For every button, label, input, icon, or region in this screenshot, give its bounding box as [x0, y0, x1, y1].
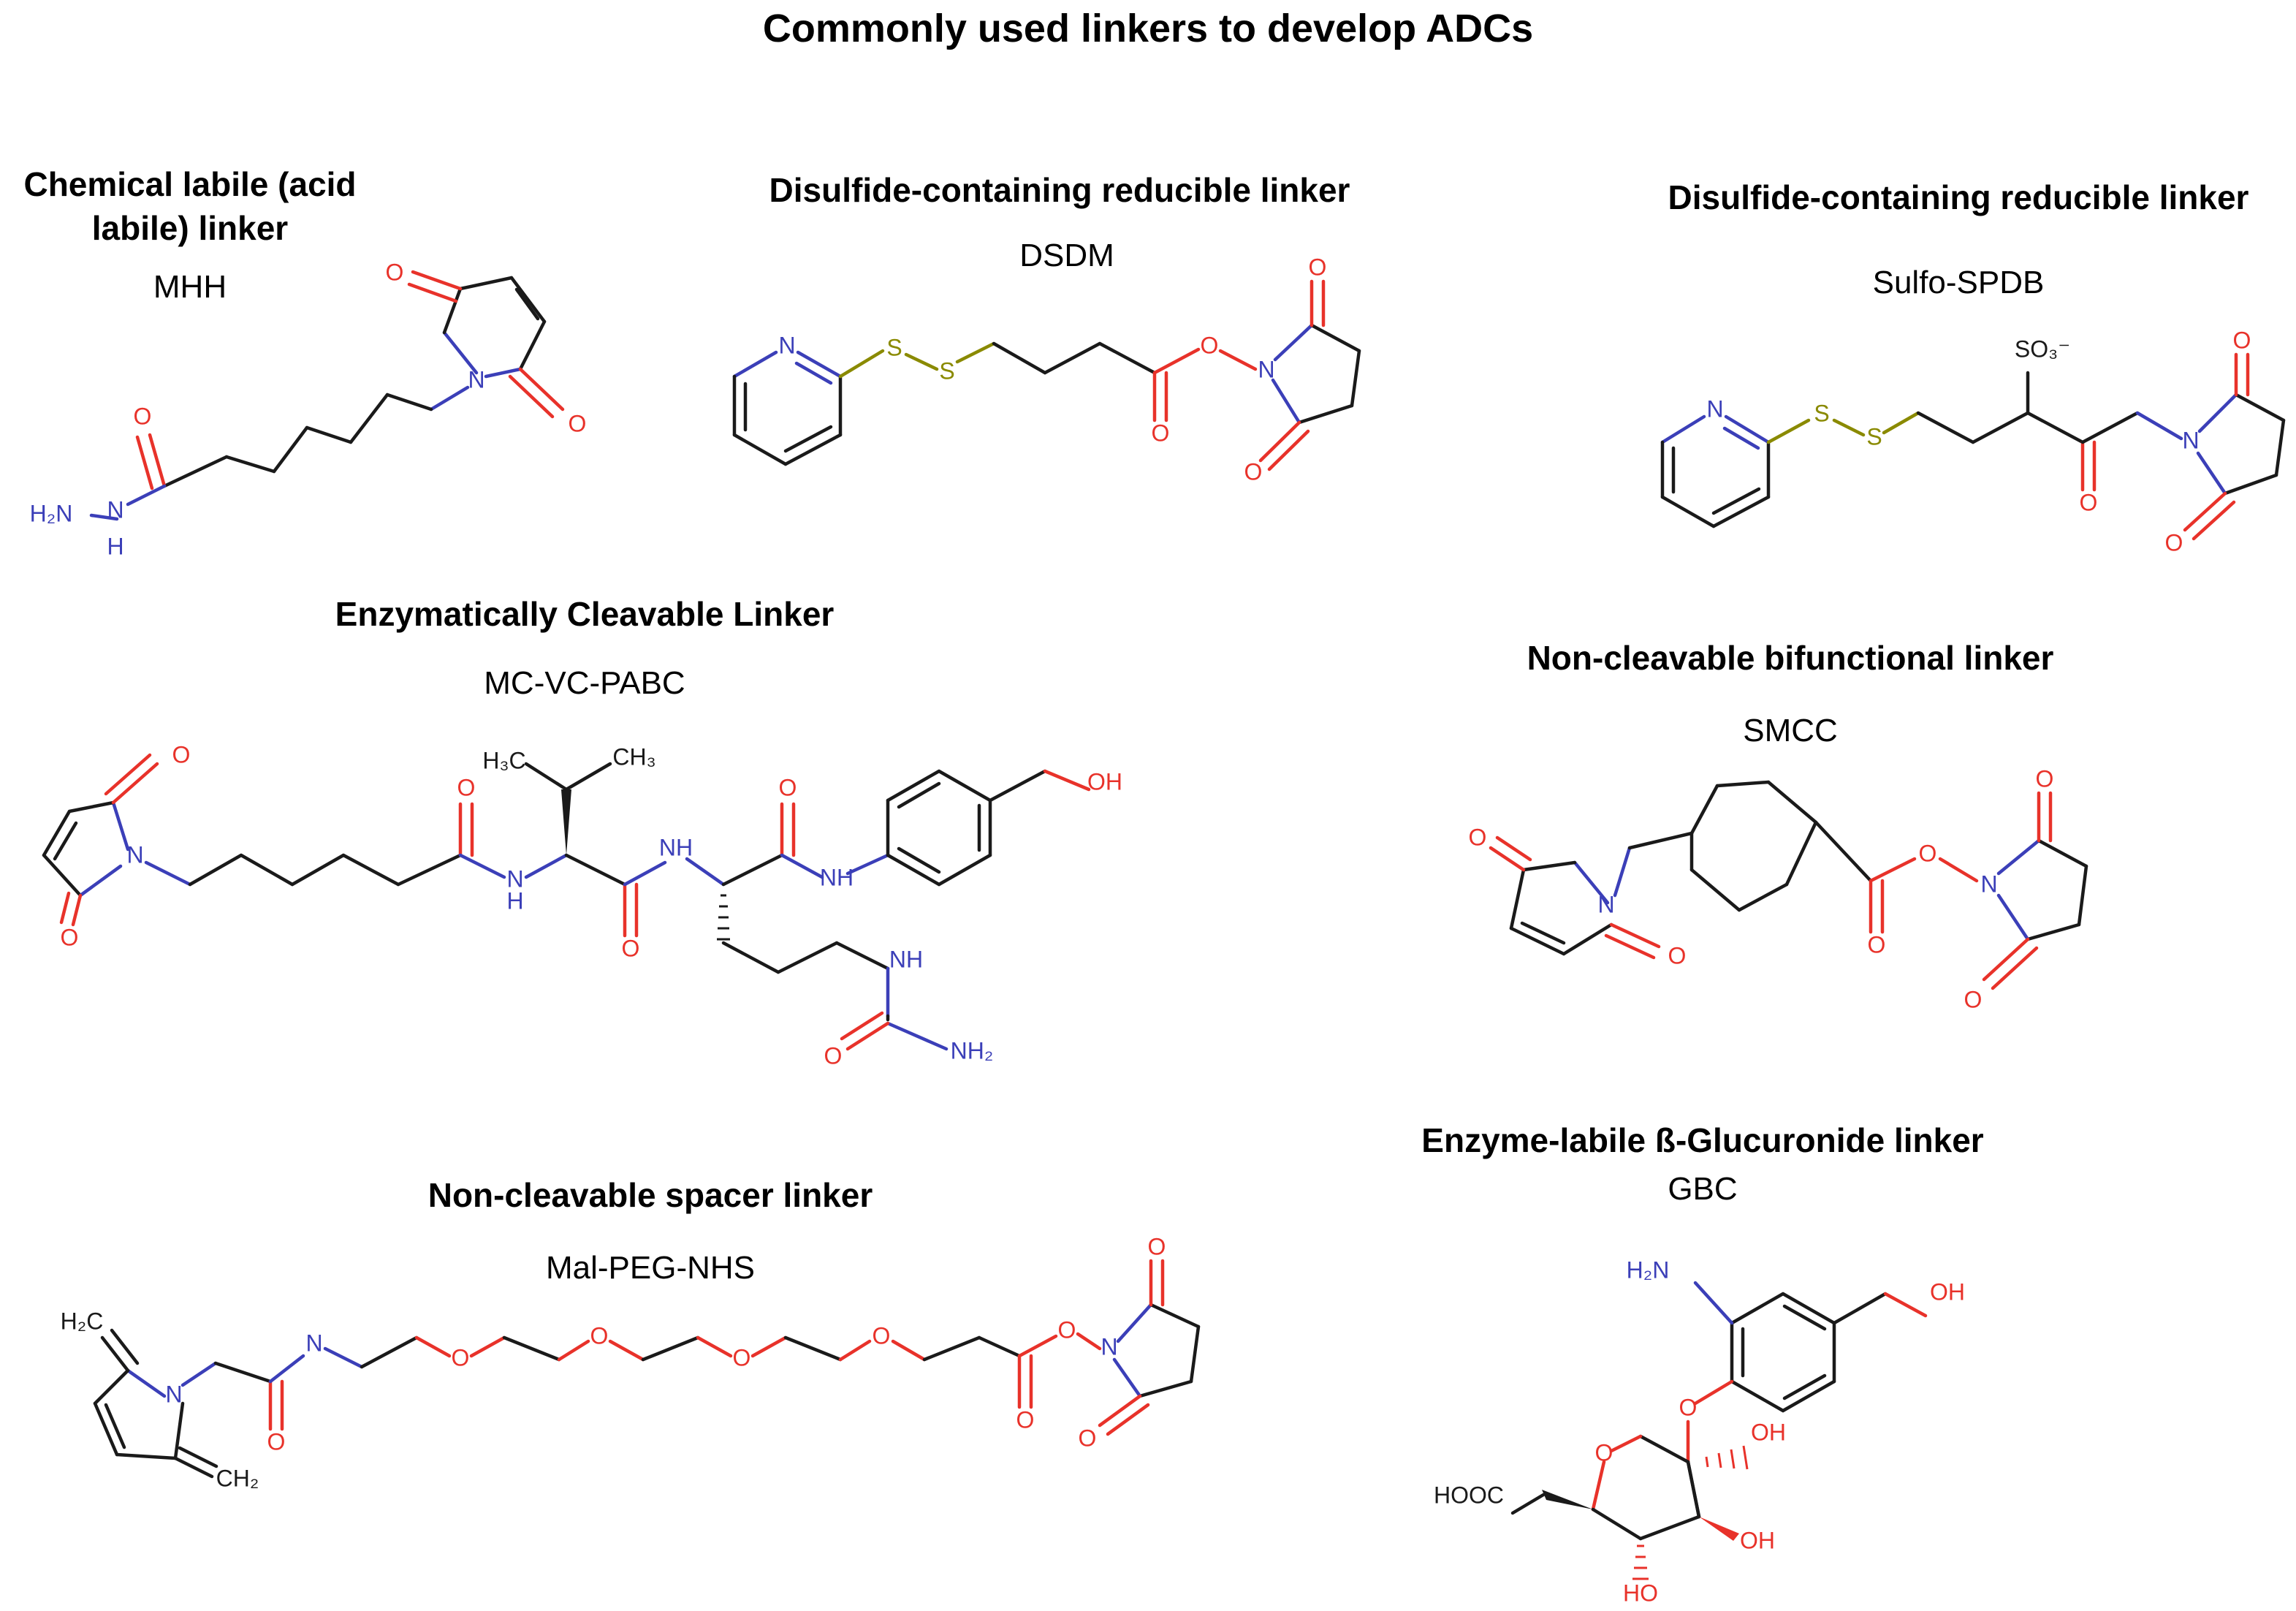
atom-oh: OH	[1930, 1278, 1965, 1305]
panel-gbc-name: GBC	[1668, 1171, 1738, 1207]
panel-mcvcpabc-name: MC-VC-PABC	[484, 665, 685, 701]
atom-h2c: H₂C	[61, 1308, 104, 1334]
panel-gbc-category: Enzyme-labile ß-Glucuronide linker	[1421, 1121, 1984, 1159]
panel-dsdm-category: Disulfide-containing reducible linker	[769, 171, 1350, 209]
atom-n: N	[107, 496, 123, 523]
atom-n: N	[1706, 395, 1723, 422]
atom-s: S	[1866, 423, 1882, 450]
panel-sulfospdb-category: Disulfide-containing reducible linker	[1668, 178, 2249, 216]
figure-title: Commonly used linkers to develop ADCs	[762, 7, 1534, 50]
atom-o: O	[2233, 327, 2251, 353]
panel-smcc-name: SMCC	[1743, 713, 1838, 748]
atom-o: O	[61, 924, 79, 950]
atom-o: O	[1244, 458, 1263, 485]
atom-o: O	[1868, 931, 1886, 958]
atom-nh: NH	[889, 946, 923, 972]
atom-nh: N	[305, 1330, 322, 1356]
atom-o: O	[2080, 489, 2098, 515]
atom-o: O	[873, 1322, 891, 1349]
atom-o: O	[569, 410, 587, 436]
atom-o: O	[1964, 986, 1983, 1012]
atom-h2n: H₂N	[1627, 1256, 1670, 1283]
atom-hooc: HOOC	[1434, 1482, 1504, 1508]
atom-s: S	[886, 334, 902, 360]
atom-o: O	[2036, 765, 2054, 792]
structure-mhh: O O N O H₂N N H	[30, 259, 587, 559]
atom-o: O	[1058, 1316, 1076, 1343]
atom-o: O	[2165, 529, 2183, 556]
panel-mhh-category: Chemical labile (acid labile) linker	[23, 165, 357, 247]
panel-mcvcpabc-category: Enzymatically Cleavable Linker	[335, 595, 835, 633]
atom-n: N	[1101, 1333, 1117, 1360]
atom-o: O	[1201, 332, 1219, 358]
structure-sulfo-spdb: N S S SO₃⁻ O N O O	[1660, 327, 2286, 556]
atom-o: O	[824, 1042, 843, 1069]
atom-o: O	[1152, 420, 1170, 446]
atom-n: N	[2182, 427, 2199, 453]
stereo-hash	[717, 894, 730, 941]
atom-o: O	[457, 774, 476, 800]
atom-n: N	[1980, 871, 1997, 897]
atom-o: O	[622, 935, 640, 961]
atom-nh: NH	[659, 834, 693, 860]
stereo-hash	[1632, 1544, 1649, 1580]
atom-n: N	[1597, 891, 1614, 917]
atom-nh2: NH₂	[951, 1037, 994, 1064]
atom-o: O	[1595, 1439, 1613, 1466]
atom-so3: SO₃⁻	[2015, 336, 2070, 362]
atom-o: O	[1469, 824, 1487, 850]
atom-n: N	[126, 841, 143, 868]
panel-smcc-category: Non-cleavable bifunctional linker	[1527, 639, 2054, 677]
atom-o: O	[1079, 1425, 1097, 1451]
panel-malpegnhs-category: Non-cleavable spacer linker	[427, 1176, 873, 1214]
structure-smcc: O O N O O N O O	[1469, 765, 2088, 1012]
atom-o: O	[386, 259, 404, 285]
atom-o: O	[590, 1322, 609, 1349]
atom-o: O	[172, 741, 191, 767]
atom-nh: N	[506, 865, 523, 892]
atom-o: O	[1016, 1406, 1035, 1433]
atom-ch3: CH₃	[612, 743, 655, 770]
atom-o: O	[134, 403, 152, 429]
atom-o: O	[452, 1344, 470, 1371]
atom-ch2: CH₂	[216, 1465, 259, 1491]
atom-h2n: H₂N	[30, 500, 73, 526]
atom-oh: OH	[1751, 1419, 1786, 1445]
atom-nh: NH	[820, 864, 854, 890]
atom-n: N	[1258, 356, 1274, 382]
panel-sulfospdb-name: Sulfo-SPDB	[1872, 265, 2045, 300]
atom-n: N	[165, 1381, 182, 1407]
stereo-hash	[1705, 1445, 1749, 1470]
panel-mhh-name: MHH	[153, 269, 227, 305]
atom-o: O	[733, 1344, 751, 1371]
atom-h: H	[107, 533, 123, 559]
atom-o: O	[1668, 942, 1687, 969]
atom-oh: OH	[1740, 1527, 1775, 1553]
atom-n: N	[468, 366, 484, 393]
atom-o: O	[1148, 1233, 1166, 1259]
atom-s: S	[939, 357, 954, 384]
atom-s: S	[1814, 400, 1829, 426]
structure-gbc: H₂N OH O O OH OH HO HOOC	[1434, 1256, 1965, 1606]
atom-h3c: H₃C	[482, 747, 525, 773]
atom-o: O	[267, 1428, 286, 1455]
atom-o: O	[1309, 254, 1327, 280]
atom-o: O	[1919, 840, 1937, 866]
atom-o: O	[779, 774, 797, 800]
atom-n: N	[778, 332, 795, 358]
atom-ho: HO	[1623, 1580, 1658, 1606]
atom-h: H	[506, 887, 523, 914]
structure-mal-peg-nhs: H₂C CH₂ N O N O O O O O O N O O	[61, 1233, 1201, 1491]
structure-dsdm: N S S O O N O O	[732, 254, 1361, 485]
panel-dsdm-name: DSDM	[1019, 238, 1114, 273]
atom-oh: OH	[1087, 768, 1122, 795]
atom-o: O	[1679, 1394, 1698, 1420]
panel-malpegnhs-name: Mal-PEG-NHS	[545, 1250, 756, 1286]
structure-mc-vc-pabc: O O N O N H H₃C CH₃ O NH O NH OH NH O NH…	[42, 741, 1122, 1069]
